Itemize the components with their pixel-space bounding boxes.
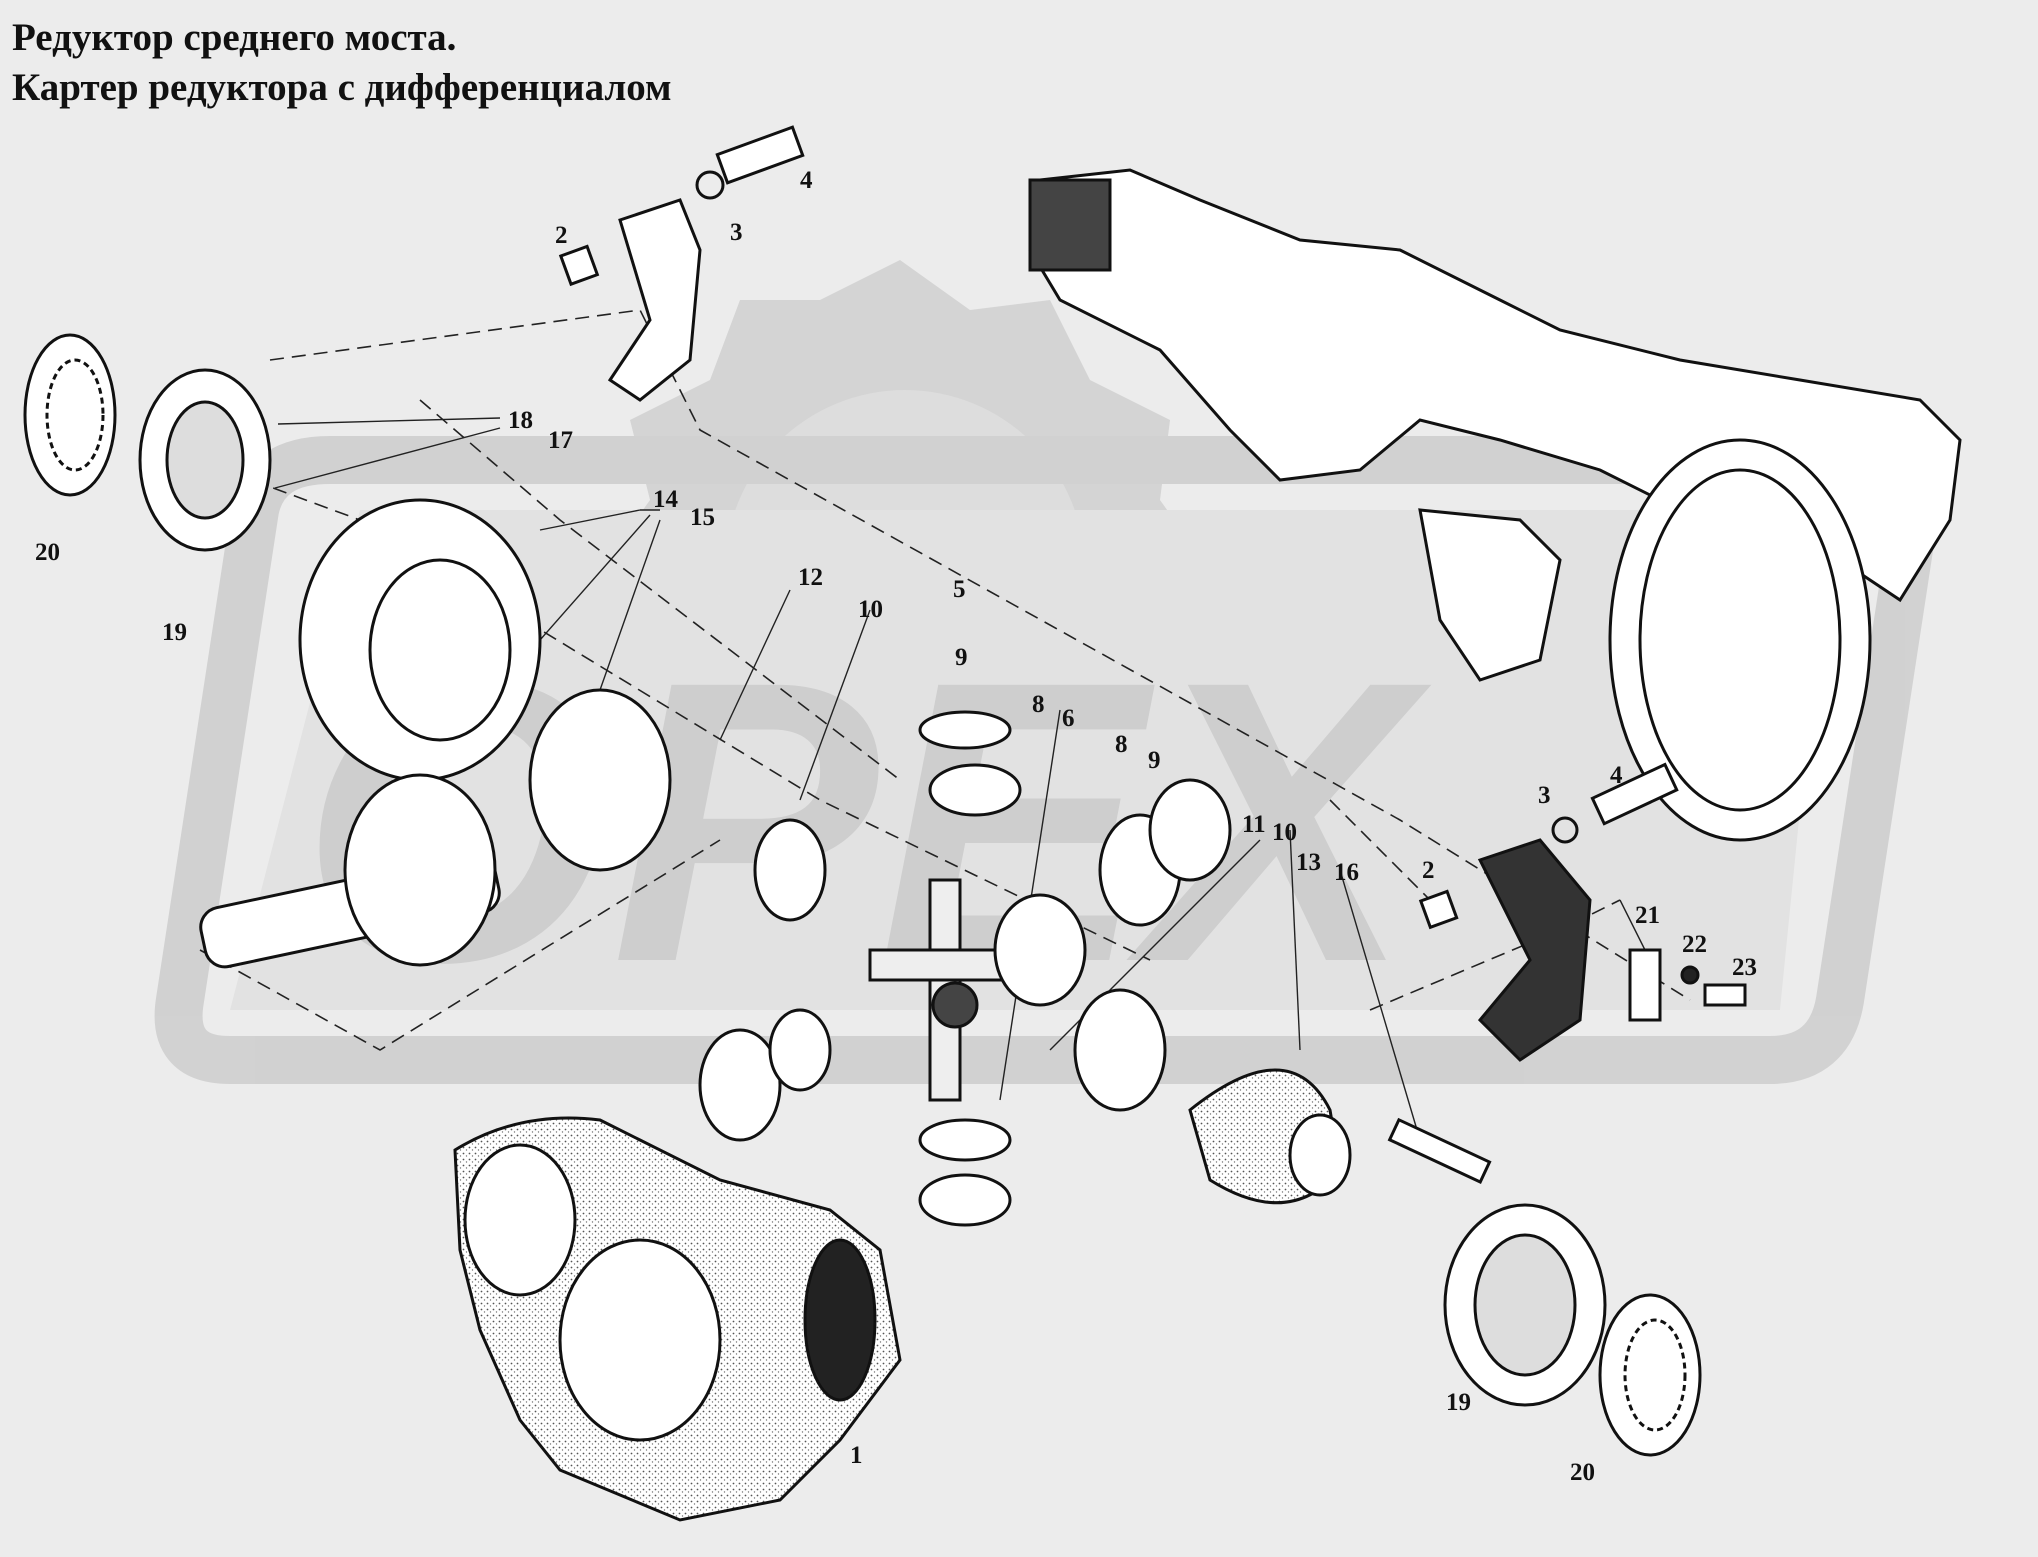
callout-3-right: 3 — [1538, 782, 1551, 809]
callout-5: 5 — [953, 576, 966, 603]
callout-8-left: 8 — [1032, 691, 1045, 718]
callout-16: 16 — [1334, 859, 1359, 886]
callout-3-top: 3 — [730, 219, 743, 246]
callout-12: 12 — [798, 564, 823, 591]
callout-23: 23 — [1732, 954, 1757, 981]
callout-20-left: 20 — [35, 539, 60, 566]
callout-19-left: 19 — [162, 619, 187, 646]
callout-2-right: 2 — [1422, 857, 1435, 884]
page-title-line-2: Картер редуктора с дифференциалом — [12, 66, 672, 109]
callout-9-right: 9 — [1148, 747, 1161, 774]
callout-18: 18 — [508, 407, 533, 434]
ring-gear-assembly — [199, 498, 672, 969]
callout-4-right: 4 — [1610, 762, 1623, 789]
page-title-line-1: Редуктор среднего моста. — [12, 16, 457, 59]
leader-lines — [274, 417, 1651, 1141]
callout-4-top: 4 — [800, 167, 813, 194]
callout-13: 13 — [1296, 849, 1321, 876]
callout-6: 6 — [1062, 705, 1075, 732]
callout-11: 11 — [1242, 811, 1266, 838]
bearing-parts-left — [23, 333, 272, 552]
differential-parts — [698, 710, 1352, 1227]
differential-housing — [453, 1116, 902, 1522]
callout-9-left: 9 — [955, 644, 968, 671]
callout-22: 22 — [1682, 931, 1707, 958]
callout-10-right: 10 — [1272, 819, 1297, 846]
callout-14: 14 — [653, 486, 679, 513]
callout-17: 17 — [548, 427, 573, 454]
callout-15: 15 — [690, 504, 715, 531]
callout-20-right: 20 — [1570, 1459, 1595, 1486]
callout-8-right: 8 — [1115, 731, 1128, 758]
callout-1: 1 — [850, 1442, 863, 1469]
callout-labels: 1 2 2 3 3 4 4 5 6 8 8 9 9 10 10 11 12 13… — [35, 167, 1757, 1486]
axle-housing — [1028, 168, 1962, 842]
bearing-parts-right — [1387, 1117, 1702, 1457]
callout-2-top: 2 — [555, 222, 568, 249]
callout-10-left: 10 — [858, 596, 883, 623]
callout-19-right: 19 — [1446, 1389, 1471, 1416]
callout-21: 21 — [1635, 902, 1660, 929]
bearing-caps — [558, 125, 1747, 1062]
